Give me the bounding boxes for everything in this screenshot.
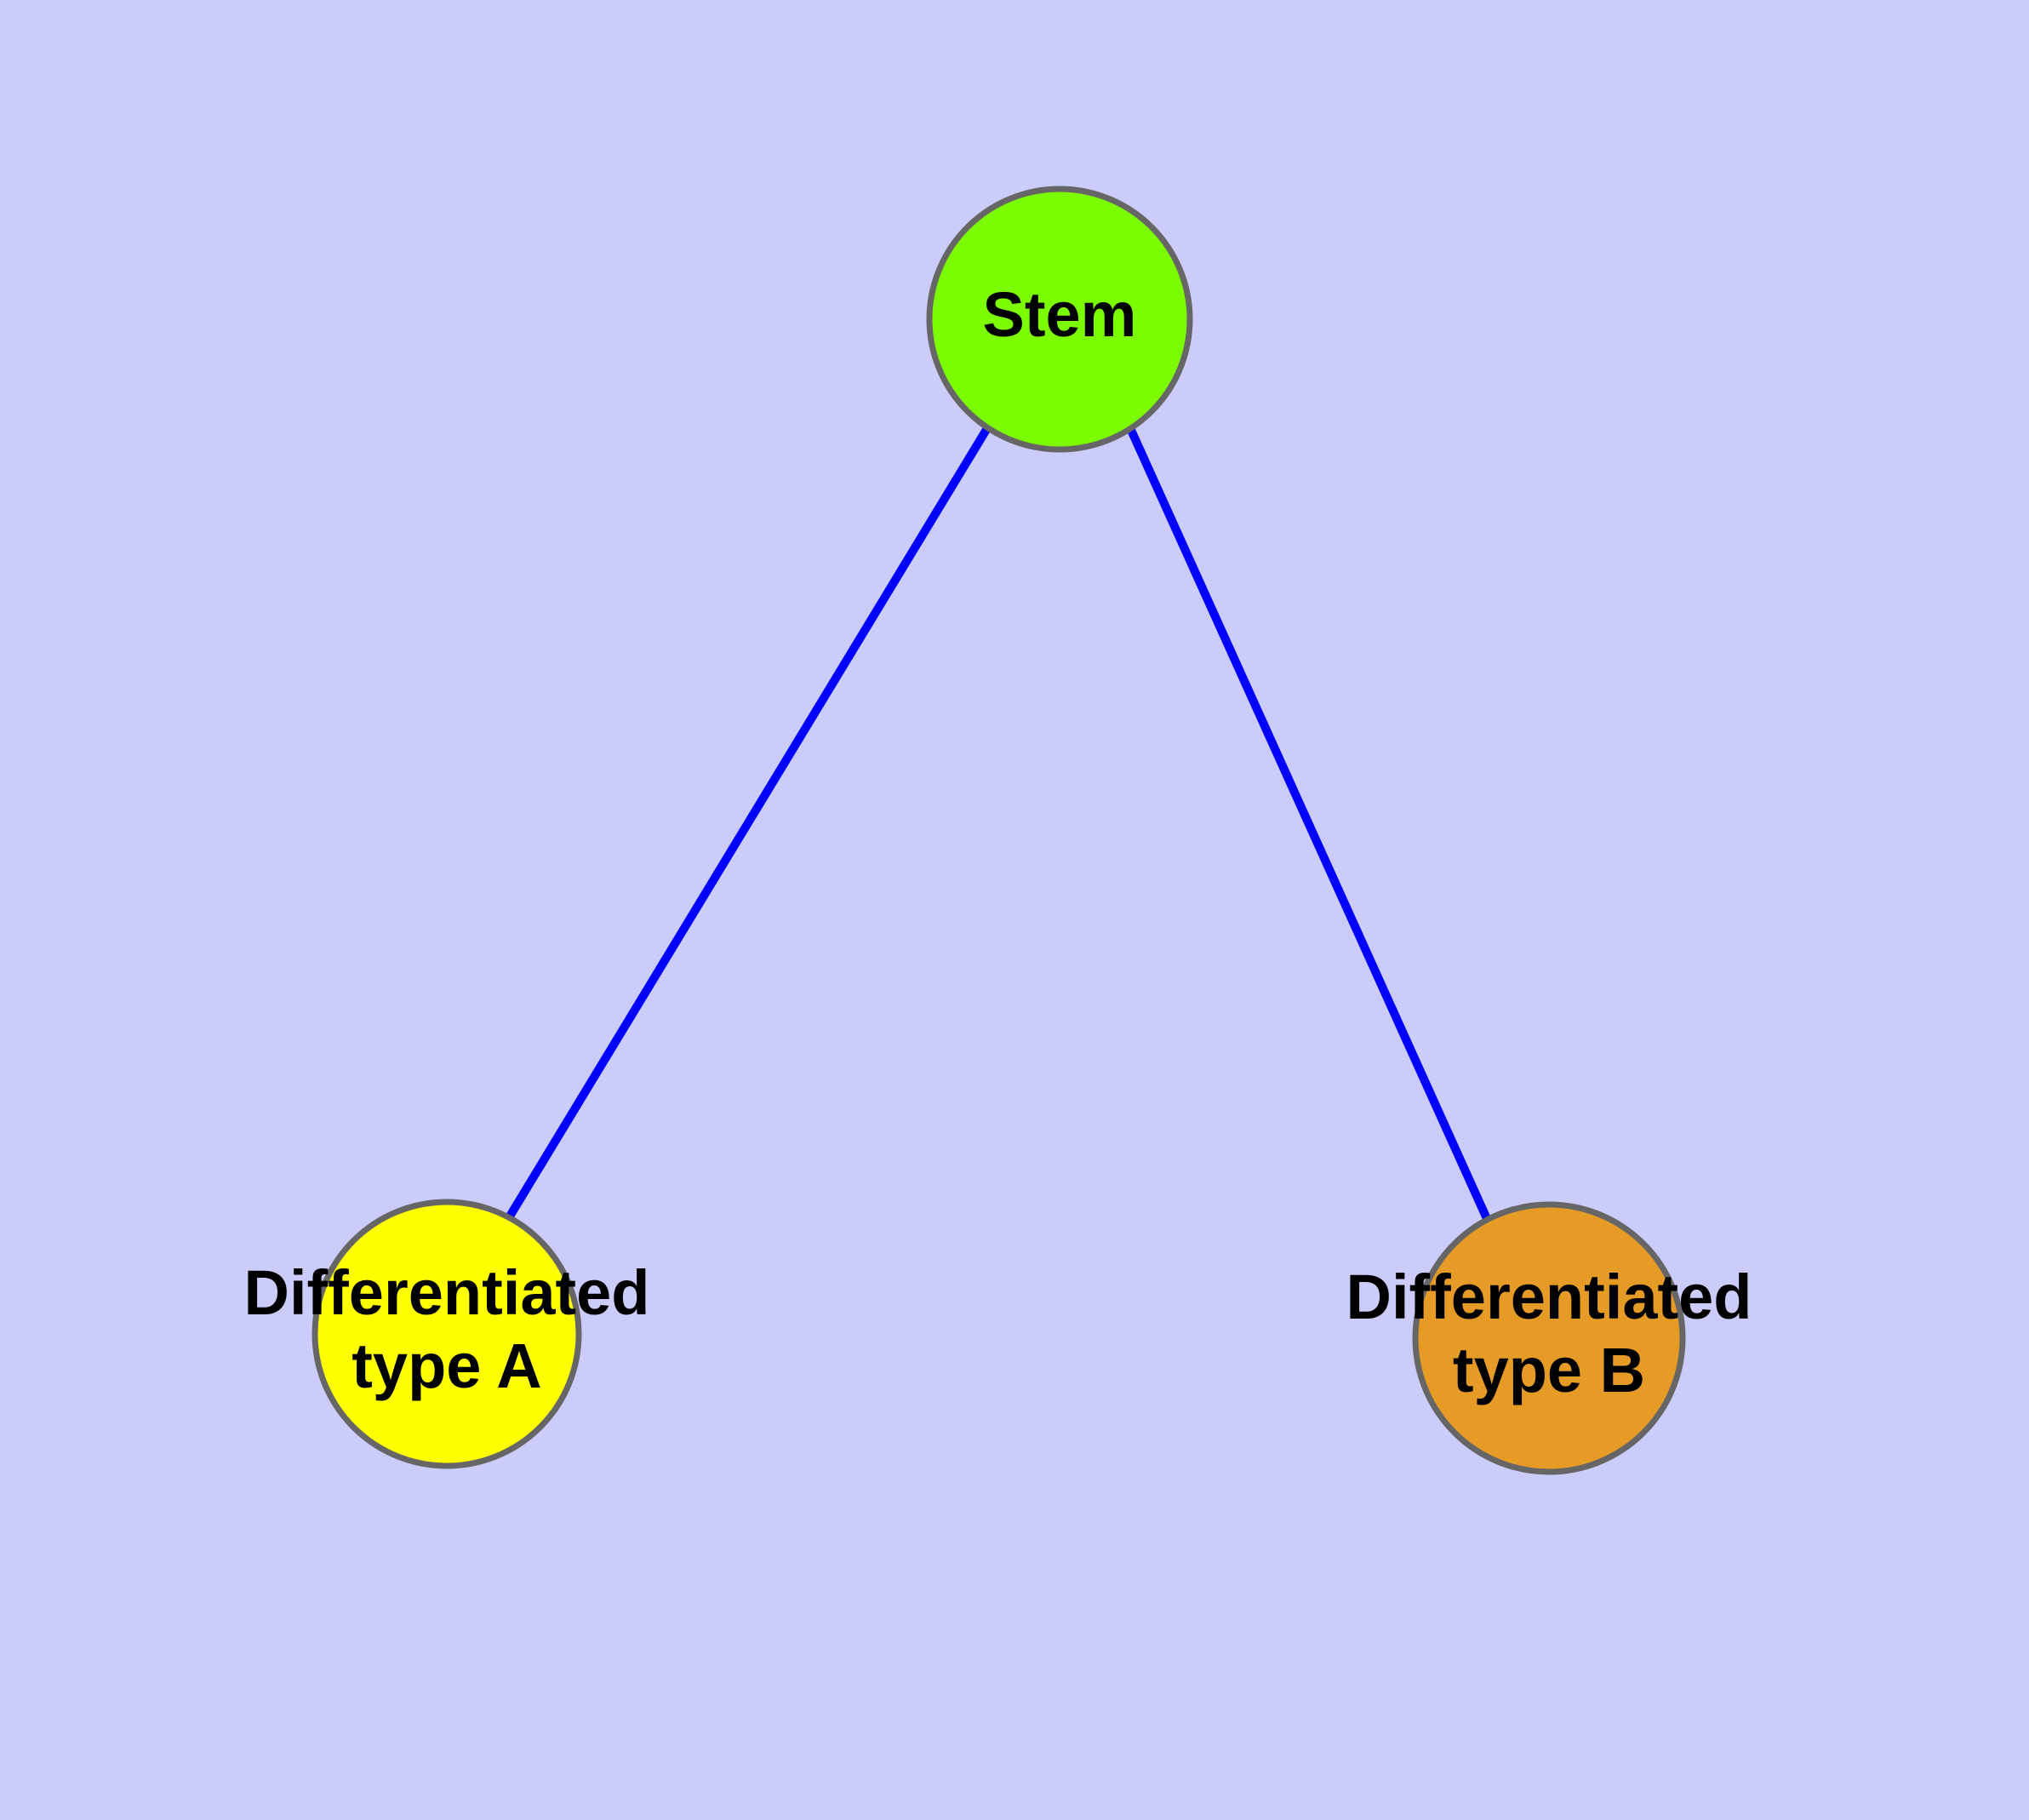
- edge-layer: [504, 426, 1493, 1225]
- node-layer: [311, 186, 1686, 1475]
- node-diff-a[interactable]: [311, 1199, 582, 1469]
- node-stem[interactable]: [926, 186, 1193, 453]
- edge-stem-to-diff-b: [1126, 426, 1493, 1225]
- node-label-line: type A: [352, 1331, 541, 1401]
- node-label-stem: Stem: [983, 279, 1137, 350]
- node-label-line: Differentiated: [1346, 1262, 1752, 1332]
- node-label-line: Stem: [983, 279, 1137, 350]
- node-label-line: type B: [1453, 1335, 1645, 1405]
- node-label-line: Differentiated: [244, 1257, 650, 1328]
- edge-stem-to-diff-a: [504, 426, 992, 1222]
- node-diff-b[interactable]: [1412, 1201, 1686, 1475]
